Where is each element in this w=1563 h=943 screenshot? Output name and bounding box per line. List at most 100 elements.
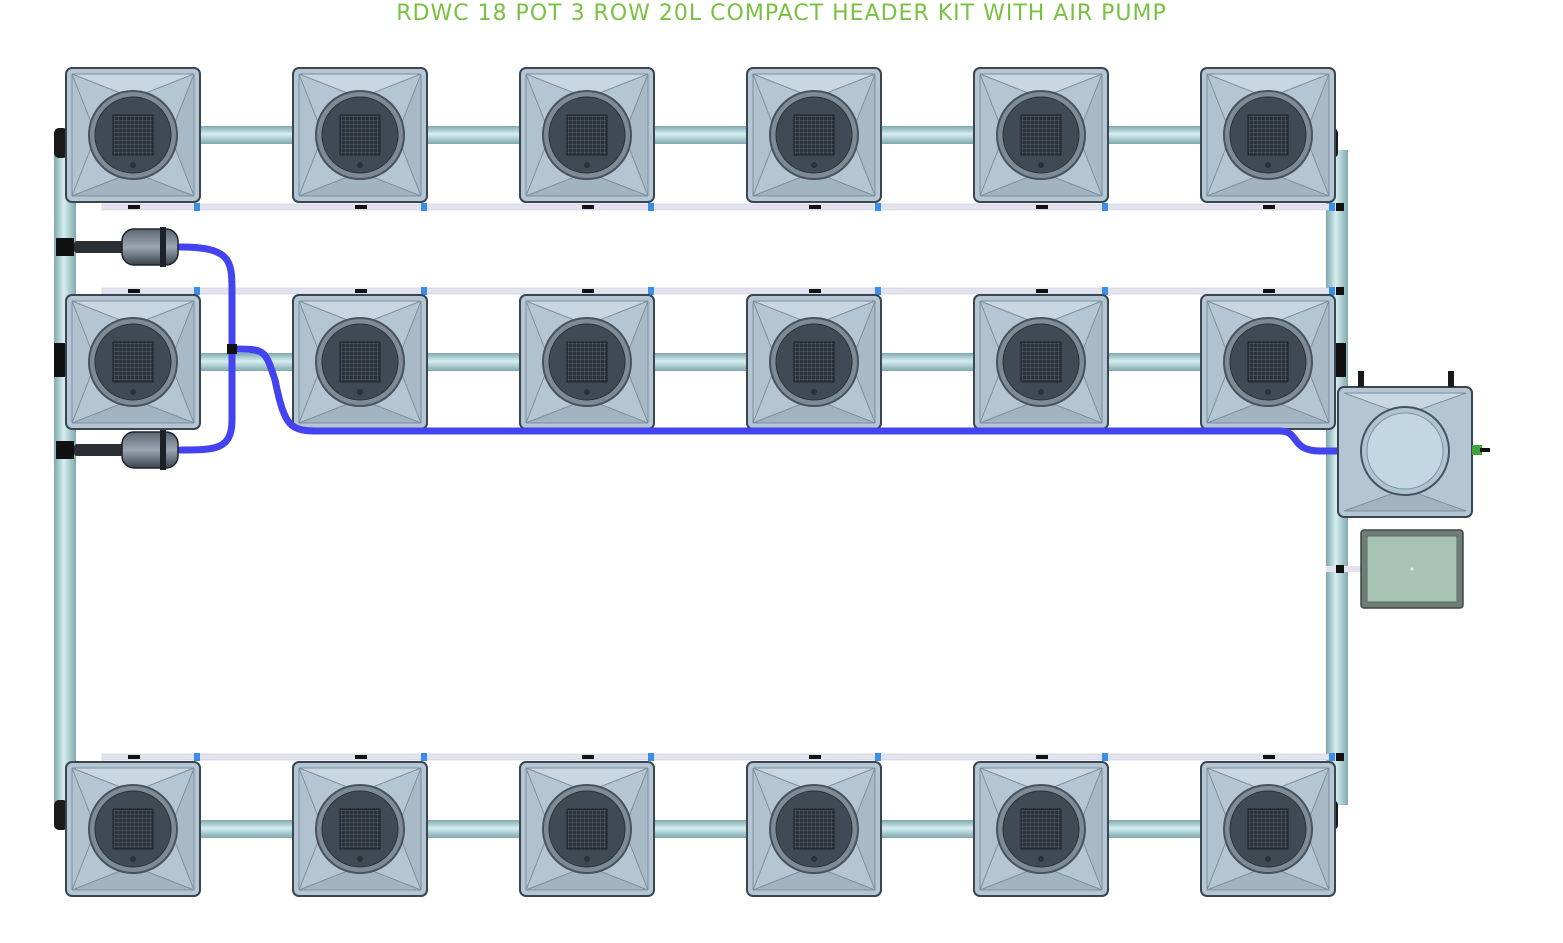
pot-facet: [525, 73, 649, 99]
air-stone-clip: [582, 205, 594, 209]
grow-pot: [65, 67, 201, 203]
air-connector: [421, 753, 427, 761]
air-stone-clip: [355, 205, 367, 209]
air-connector: [875, 203, 881, 211]
pot-facet: [752, 73, 876, 99]
pot-facet: [396, 767, 422, 891]
pot-facet: [1206, 865, 1330, 891]
blue-hose-return: [176, 243, 236, 454]
row-connecting-pipe: [66, 353, 1336, 371]
lid-grommet: [130, 162, 136, 168]
net-pot-mesh: [1020, 114, 1062, 156]
lid-grommet: [584, 389, 590, 395]
air-connector: [1329, 203, 1335, 211]
pot-facet: [396, 73, 422, 197]
net-pot-mesh: [1020, 808, 1062, 850]
drain-valve-tip: [1480, 448, 1490, 452]
pump-body: [121, 431, 179, 469]
air-stone-clip: [1036, 205, 1048, 209]
air-stone-clip: [128, 205, 140, 209]
grow-pot: [65, 761, 201, 897]
pot-facet: [525, 300, 649, 326]
pot-facet: [525, 398, 649, 424]
control-bucket-lid-inner: [1366, 412, 1444, 490]
lid-grommet: [584, 162, 590, 168]
air-connector: [648, 203, 654, 211]
pot-facet: [525, 865, 649, 891]
pot-facet: [850, 767, 876, 891]
pot-facet: [752, 73, 778, 197]
pipe-elbow: [54, 800, 68, 830]
pump-hose-barb: [74, 241, 124, 253]
pot-facet: [1206, 171, 1330, 197]
lid-grommet: [811, 389, 817, 395]
pot-facet: [298, 767, 422, 793]
pot-facet: [752, 171, 876, 197]
pot-facet: [1206, 767, 1330, 793]
equipment-layer: [56, 227, 1490, 609]
pump-hose-barb: [74, 444, 124, 456]
grow-pot: [1200, 294, 1336, 430]
pot-facet: [71, 398, 195, 424]
pump-fitting: [56, 441, 74, 459]
blue-hose-feed: [228, 345, 1340, 455]
net-pot-mesh: [1247, 808, 1289, 850]
grow-pot: [292, 761, 428, 897]
lid-grommet: [584, 856, 590, 862]
pot-facet: [169, 767, 195, 891]
pot-facet: [298, 398, 422, 424]
pot-facet: [298, 73, 324, 197]
lid-grommet: [1265, 856, 1271, 862]
air-tee: [1336, 565, 1344, 573]
grow-pot: [746, 761, 882, 897]
grow-pot: [65, 294, 201, 430]
pot-facet: [1206, 73, 1232, 197]
hose-fitting: [227, 344, 237, 354]
pot-facet: [1206, 300, 1232, 424]
air-stone-clip: [355, 289, 367, 293]
lid-grommet: [1265, 162, 1271, 168]
air-connector: [648, 287, 654, 295]
pot-facet: [71, 73, 195, 99]
grow-pot: [746, 294, 882, 430]
net-pot-mesh: [112, 808, 154, 850]
pot-facet: [298, 865, 422, 891]
lid-grommet: [1038, 389, 1044, 395]
air-connector: [1329, 287, 1335, 295]
air-connector: [1102, 203, 1108, 211]
pot-layer: [65, 67, 1336, 897]
pot-facet: [1077, 73, 1103, 197]
air-stone-clip: [809, 755, 821, 759]
lid-grommet: [357, 389, 363, 395]
air-line: [101, 287, 1341, 295]
lid-grommet: [811, 856, 817, 862]
air-line-layer: [101, 203, 1362, 761]
lid-grommet: [1038, 162, 1044, 168]
air-connector: [648, 753, 654, 761]
pot-facet: [979, 73, 1103, 99]
pot-facet: [979, 73, 1005, 197]
pot-facet: [298, 767, 324, 891]
lid-grommet: [1038, 856, 1044, 862]
air-stone-clip: [582, 289, 594, 293]
water-pump-lower: [56, 430, 179, 470]
pot-facet: [525, 73, 551, 197]
pot-facet: [752, 767, 876, 793]
grow-pot: [973, 761, 1109, 897]
net-pot-mesh: [1020, 341, 1062, 383]
air-stone-clip: [128, 755, 140, 759]
grow-pot: [519, 294, 655, 430]
row-connecting-pipe: [66, 820, 1336, 838]
pot-facet: [1206, 300, 1330, 326]
pot-facet: [169, 300, 195, 424]
pot-facet: [1206, 73, 1330, 99]
pot-facet: [298, 171, 422, 197]
pot-facet: [525, 767, 551, 891]
control-bucket: [1337, 371, 1490, 518]
pot-facet: [752, 865, 876, 891]
pot-facet: [979, 300, 1005, 424]
air-stone-clip: [582, 755, 594, 759]
pot-facet: [71, 300, 97, 424]
pot-facet: [298, 300, 324, 424]
air-stone-clip: [128, 289, 140, 293]
